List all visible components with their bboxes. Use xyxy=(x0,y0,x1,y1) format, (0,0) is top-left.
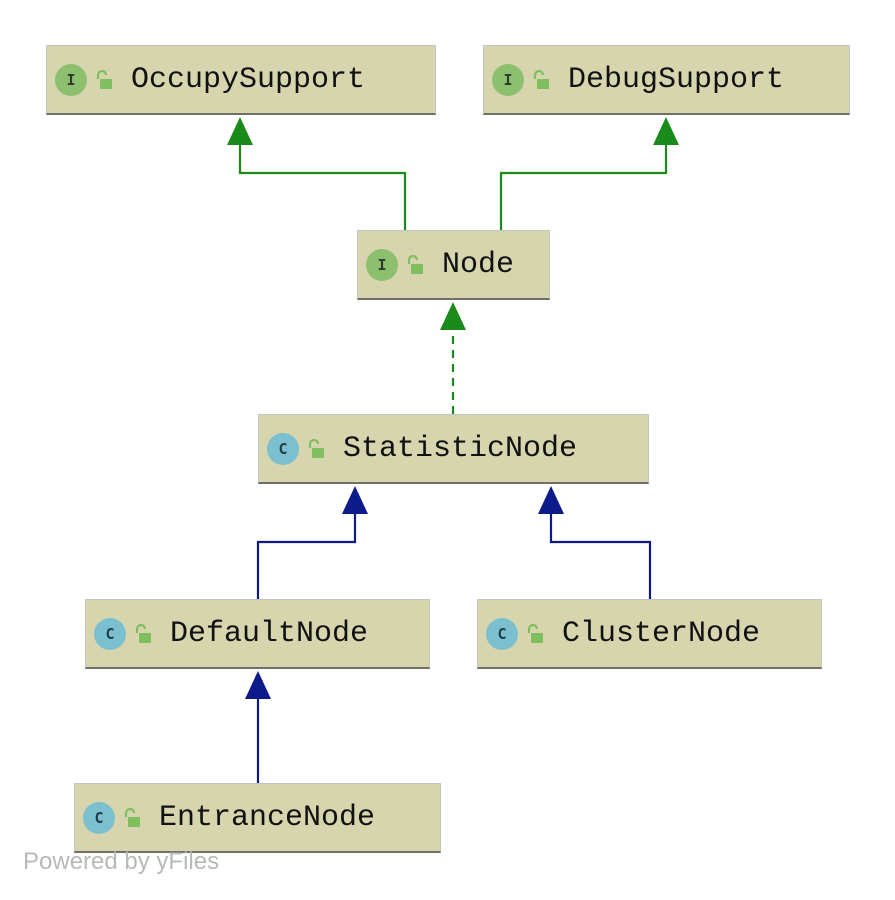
class-icon: C xyxy=(94,617,126,650)
arrowhead-entrance-to-default xyxy=(245,671,271,699)
class-node-label: ClusterNode xyxy=(562,616,761,651)
class-node-label: StatisticNode xyxy=(343,431,578,466)
class-node-label: DebugSupport xyxy=(568,62,785,97)
class-icon: C xyxy=(486,617,518,650)
class-node-cluster[interactable]: C ClusterNode xyxy=(477,599,822,669)
unlocked-padlock-icon xyxy=(96,69,112,89)
class-node-statistic[interactable]: C StatisticNode xyxy=(258,414,649,484)
class-node-label: EntranceNode xyxy=(159,800,376,835)
interface-icon: I xyxy=(366,248,398,281)
class-node-label: DefaultNode xyxy=(170,616,369,651)
edge-default-to-statistic xyxy=(256,514,357,599)
class-node-label: OccupySupport xyxy=(131,62,366,97)
arrowhead-cluster-to-statistic xyxy=(538,486,564,514)
arrowhead-statistic-to-node xyxy=(440,302,466,330)
class-node-label: Node xyxy=(442,247,515,282)
interface-icon: I xyxy=(492,63,524,96)
class-node-node[interactable]: I Node xyxy=(357,230,550,300)
unlocked-padlock-icon xyxy=(124,807,140,827)
class-node-occupy[interactable]: I OccupySupport xyxy=(46,45,436,115)
arrowhead-default-to-statistic xyxy=(342,486,368,514)
unlocked-padlock-icon xyxy=(135,623,151,643)
class-node-debug[interactable]: I DebugSupport xyxy=(483,45,850,115)
edge-node-to-occupy xyxy=(238,145,407,230)
arrowhead-node-to-debug xyxy=(653,117,679,145)
unlocked-padlock-icon xyxy=(407,254,423,274)
interface-icon: I xyxy=(55,63,87,96)
powered-by-footer: Powered by yFiles xyxy=(23,848,220,875)
arrowhead-node-to-occupy xyxy=(227,117,253,145)
class-icon: C xyxy=(267,432,299,465)
unlocked-padlock-icon xyxy=(533,69,549,89)
unlocked-padlock-icon xyxy=(308,438,324,458)
class-icon: C xyxy=(83,801,115,834)
edge-cluster-to-statistic xyxy=(549,514,652,599)
class-node-default[interactable]: C DefaultNode xyxy=(85,599,430,669)
class-node-entrance[interactable]: C EntranceNode xyxy=(74,783,441,853)
edge-node-to-debug xyxy=(499,145,668,230)
unlocked-padlock-icon xyxy=(527,623,543,643)
